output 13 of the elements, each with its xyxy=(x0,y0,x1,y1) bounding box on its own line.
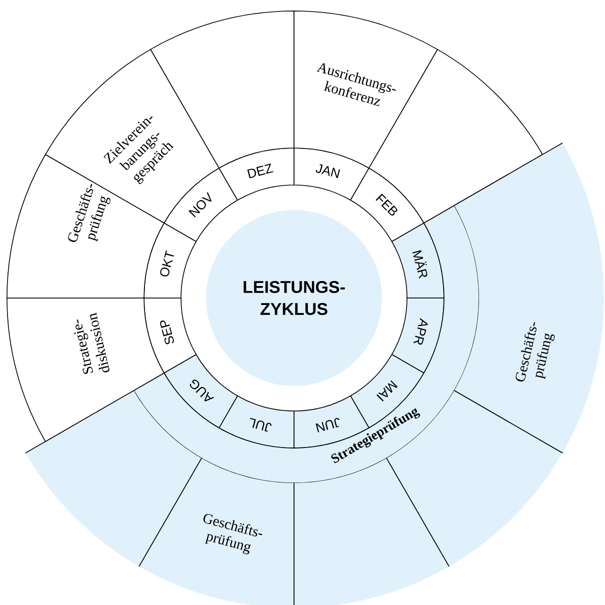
month-segment: OKT xyxy=(144,222,197,298)
month-segment: MÄR xyxy=(391,222,444,298)
node-label: Geschäfts- prüfung xyxy=(516,322,555,382)
ring-segment: Geschäfts- prüfung xyxy=(138,458,294,605)
month-segment: FEB xyxy=(350,168,424,242)
month-segment: DEZ xyxy=(218,148,294,201)
month-segment: APR xyxy=(391,298,444,374)
ring-segment: Geschäfts- prüfung xyxy=(454,142,604,454)
month-segment: JUL xyxy=(218,395,294,448)
month-segment: SEP xyxy=(144,298,197,374)
month-segment: AUG xyxy=(164,354,238,428)
node-label: Geschäfts- prüfung xyxy=(203,514,262,554)
month-segment: JAN xyxy=(294,148,370,201)
